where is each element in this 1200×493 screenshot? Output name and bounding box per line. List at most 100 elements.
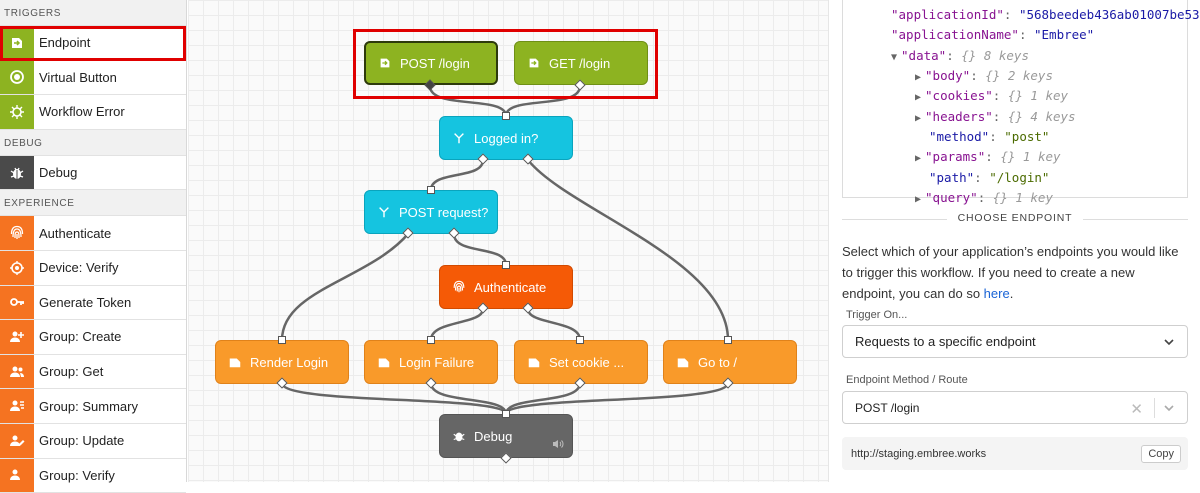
radio-button-icon	[0, 60, 34, 95]
expand-arrow-icon: ▶	[915, 92, 922, 103]
expand-arrow-icon: ▶	[915, 72, 922, 83]
output-page-icon	[527, 355, 541, 369]
select-divider	[1154, 398, 1155, 418]
group-edit-icon	[0, 423, 34, 458]
node-palette-sidebar: TRIGGERS Endpoint Virtual Button Workflo…	[0, 0, 187, 493]
group-verify-icon	[0, 458, 34, 493]
fingerprint-icon	[452, 280, 466, 294]
endpoint-method-route-label: Endpoint Method / Route	[846, 374, 968, 386]
json-line: "method": "post"	[929, 129, 1050, 144]
palette-item-label: Group: Create	[39, 329, 122, 345]
json-line-expandable[interactable]: ▼"data": {} 8 keys	[891, 48, 1029, 63]
fingerprint-icon	[0, 216, 34, 250]
wire-login-failure-to-debug	[429, 382, 508, 415]
json-line-expandable[interactable]: ▶"cookies": {} 1 key	[915, 88, 1069, 103]
node-label: Authenticate	[474, 279, 547, 295]
wire-render-login-to-debug	[280, 382, 508, 415]
node-label: Render Login	[250, 354, 329, 370]
device-verify-icon	[0, 250, 34, 285]
palette-item-group-summary[interactable]: Group: Summary	[0, 389, 186, 424]
properties-panel: "applicationId": "568beedeb436ab01007be5…	[828, 0, 1200, 482]
json-line: "applicationName": "Embree"	[891, 27, 1095, 42]
input-port[interactable]	[576, 336, 584, 344]
endpoint-method-route-select[interactable]: POST /login ✕	[842, 391, 1188, 424]
json-line-expandable[interactable]: ▶"headers": {} 4 keys	[915, 109, 1076, 124]
chevron-down-icon[interactable]	[1163, 402, 1175, 417]
node-label: Go to /	[698, 354, 738, 370]
palette-item-authenticate[interactable]: Authenticate	[0, 216, 186, 251]
palette-item-label: Device: Verify	[39, 260, 119, 276]
wire-authenticate-to-set-cookie	[526, 308, 582, 341]
node-authenticate[interactable]: Authenticate	[439, 265, 573, 309]
palette-item-label: Authenticate	[39, 225, 112, 241]
group-summary-icon	[0, 389, 34, 423]
palette-item-group-verify[interactable]: Group: Verify	[0, 458, 186, 493]
wire-get-login-to-logged-in	[504, 85, 582, 117]
node-label: Set cookie ...	[549, 354, 625, 370]
palette-item-group-get[interactable]: Group: Get	[0, 354, 186, 390]
palette-item-label: Group: Get	[39, 364, 104, 380]
palette-item-endpoint[interactable]: Endpoint	[0, 26, 186, 61]
wire-logged-in-to-go-to	[527, 159, 730, 341]
wire-set-cookie-to-debug	[504, 382, 582, 415]
wire-post-request-to-render-login	[280, 233, 409, 341]
input-port[interactable]	[502, 261, 510, 269]
json-line: "path": "/login"	[929, 170, 1050, 185]
output-page-icon	[228, 355, 242, 369]
palette-item-workflow-error[interactable]: Workflow Error	[0, 95, 186, 130]
palette-item-device-verify[interactable]: Device: Verify	[0, 250, 186, 286]
node-label: Login Failure	[399, 354, 475, 370]
node-post-request[interactable]: POST request?	[364, 190, 498, 234]
copy-url-button[interactable]: Copy	[1141, 445, 1181, 463]
input-port[interactable]	[427, 186, 435, 194]
json-line: "applicationId": "568beedeb436ab01007be5…	[891, 7, 1200, 22]
node-render-login[interactable]: Render Login	[215, 340, 349, 384]
input-port[interactable]	[427, 336, 435, 344]
choose-endpoint-description: Select which of your application’s endpo…	[842, 244, 1179, 301]
node-debug[interactable]: Debug	[439, 414, 573, 458]
workflow-canvas[interactable]: POST /login GET /login Logged in? POST r…	[188, 0, 828, 482]
endpoint-url-field: http://staging.embree.works Copy	[842, 437, 1188, 470]
palette-item-debug[interactable]: Debug	[0, 155, 186, 191]
node-label: POST /login	[400, 55, 470, 71]
palette-item-group-create[interactable]: Group: Create	[0, 320, 186, 355]
expand-arrow-icon: ▶	[915, 153, 922, 164]
create-endpoint-link[interactable]: here	[983, 286, 1010, 301]
payload-json-viewer[interactable]: "applicationId": "568beedeb436ab01007be5…	[842, 0, 1200, 205]
branch-icon	[452, 131, 466, 145]
bug-icon	[0, 155, 34, 190]
palette-item-label: Endpoint	[39, 35, 91, 51]
input-port[interactable]	[724, 336, 732, 344]
input-port[interactable]	[502, 112, 510, 120]
node-post-login[interactable]: POST /login	[364, 41, 498, 85]
trigger-on-select[interactable]: Requests to a specific endpoint	[842, 325, 1188, 358]
endpoint-url: http://staging.embree.works	[851, 447, 987, 460]
expand-arrow-icon: ▶	[915, 194, 922, 205]
json-line-expandable[interactable]: ▶"params": {} 1 key	[915, 149, 1061, 164]
node-set-cookie[interactable]: Set cookie ...	[514, 340, 648, 384]
collapse-arrow-icon: ▼	[891, 52, 898, 63]
json-line-expandable[interactable]: ▶"body": {} 2 keys	[915, 68, 1053, 83]
node-login-failure[interactable]: Login Failure	[364, 340, 498, 384]
palette-item-virtual-button[interactable]: Virtual Button	[0, 60, 186, 96]
palette-item-label: Generate Token	[39, 294, 132, 310]
highlight-box-trigger-nodes	[353, 29, 658, 99]
endpoint-icon	[378, 56, 392, 70]
node-logged-in[interactable]: Logged in?	[439, 116, 573, 160]
json-line-expandable[interactable]: ▶"query": {} 1 key	[915, 190, 1053, 205]
node-go-to[interactable]: Go to /	[663, 340, 797, 384]
node-label: GET /login	[549, 55, 611, 71]
palette-item-group-update[interactable]: Group: Update	[0, 423, 186, 459]
node-get-login[interactable]: GET /login	[514, 41, 648, 85]
bug-icon	[452, 429, 466, 443]
input-port[interactable]	[278, 336, 286, 344]
section-header-triggers: TRIGGERS	[0, 0, 186, 26]
clear-icon[interactable]: ✕	[1130, 401, 1143, 418]
input-port[interactable]	[502, 410, 510, 418]
speaker-icon[interactable]	[552, 437, 564, 452]
wire-logged-in-to-post-request	[429, 159, 485, 191]
group-icon	[0, 354, 34, 389]
wire-post-request-to-authenticate	[452, 233, 508, 266]
palette-item-generate-token[interactable]: Generate Token	[0, 285, 186, 321]
connection-wires	[280, 85, 730, 415]
